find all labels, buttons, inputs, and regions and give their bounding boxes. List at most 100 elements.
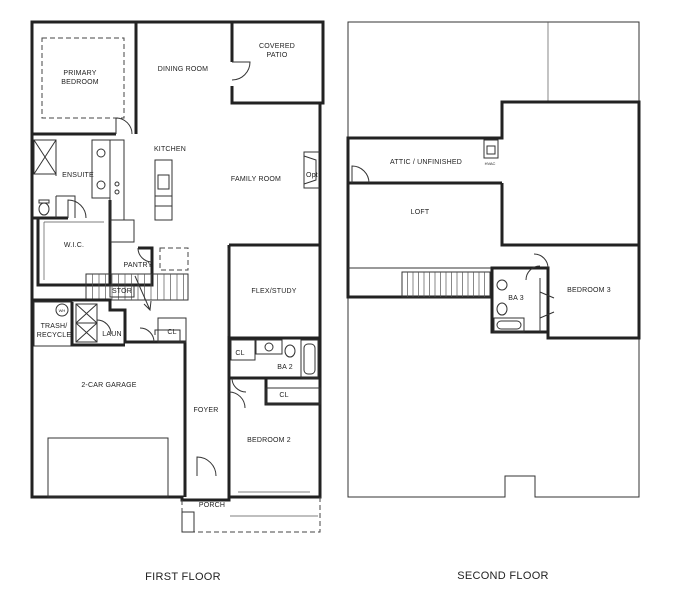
fireplace xyxy=(303,151,320,189)
shower-stall-x xyxy=(33,139,57,175)
bath2-door xyxy=(231,377,247,393)
flex-study-label: FLEX/STUDY xyxy=(251,288,296,295)
wic-wall xyxy=(36,200,112,287)
ensuite-label: ENSUITE xyxy=(62,172,94,179)
laundry-closet xyxy=(157,317,187,343)
bath2-tub xyxy=(300,339,319,379)
dryer xyxy=(75,322,98,343)
ensuite-toilet xyxy=(38,202,50,216)
stair-treads xyxy=(85,273,189,301)
laundry-wall xyxy=(70,302,125,347)
ensuite-toilet-tank xyxy=(38,199,50,204)
patio-door xyxy=(231,61,251,81)
bath3-label: BA 3 xyxy=(508,295,524,302)
stair-frame xyxy=(85,273,189,301)
closet-label: CL xyxy=(235,350,244,357)
dryer-x xyxy=(75,322,98,343)
ensuite-door xyxy=(67,199,87,219)
cooktop-burner xyxy=(114,181,120,187)
bedroom2-door xyxy=(228,391,246,409)
shower-stall xyxy=(33,139,57,175)
fireplace-opt-label: Opt xyxy=(306,172,318,179)
loft-wall xyxy=(500,183,639,247)
bath3-door xyxy=(525,265,541,281)
foyer-label: FOYER xyxy=(193,407,218,414)
bath2-toilet xyxy=(284,344,296,358)
kitchen-island xyxy=(154,159,173,221)
closet-label: CL xyxy=(279,392,288,399)
pantry-wall xyxy=(108,246,154,287)
stair-direction-arrow xyxy=(134,275,152,312)
refrigerator xyxy=(110,219,135,243)
hvac-label: HVAC xyxy=(485,161,496,166)
bath2-sink xyxy=(264,342,274,352)
loft-label: LOFT xyxy=(411,209,430,216)
kitchen-counter xyxy=(109,139,125,221)
bath3-tub xyxy=(493,317,525,333)
porch-label: PORCH xyxy=(199,502,225,509)
bath3-tub-inner xyxy=(496,320,522,330)
laundry-label: LAUN xyxy=(102,331,121,338)
family-room-label: FAMILY ROOM xyxy=(231,176,281,183)
ensuite-partition xyxy=(55,140,76,218)
washer-x xyxy=(75,303,98,324)
kitchen-label: KITCHEN xyxy=(154,146,186,153)
garage-door xyxy=(47,437,169,498)
water-heater xyxy=(55,303,69,317)
wic-shelf xyxy=(43,221,104,280)
bath2-vanity xyxy=(255,339,283,355)
trash-recycle-label: RECYCLE xyxy=(37,332,72,339)
water-heater-label: WH xyxy=(59,308,66,313)
bath3-wall xyxy=(490,266,550,338)
kitchen-sink xyxy=(157,174,170,190)
garage-entry-door xyxy=(139,327,155,343)
garage-label: 2-CAR GARAGE xyxy=(81,382,136,389)
pantry-door xyxy=(137,247,153,263)
bedroom3-label: BEDROOM 3 xyxy=(567,287,611,294)
second-floor-plan xyxy=(346,21,641,498)
second-floor-caption: SECOND FLOOR xyxy=(457,570,549,582)
stair-storage xyxy=(109,284,135,298)
pantry-shelving xyxy=(159,247,189,271)
first-floor-plan xyxy=(30,20,325,533)
attic-label: ATTIC / UNFINISHED xyxy=(390,159,462,166)
hvac-unit xyxy=(483,139,499,159)
kitchen-dishwasher xyxy=(155,195,172,207)
front-door xyxy=(196,456,217,477)
bath2-label: BA 2 xyxy=(277,364,293,371)
vanity-sink xyxy=(96,180,106,190)
second-floor-outline xyxy=(347,21,640,498)
first-floor-exterior-wall xyxy=(30,20,325,502)
covered-patio-label: PATIO xyxy=(267,52,288,59)
porch-step xyxy=(181,511,195,533)
primary-bedroom-label: BEDROOM xyxy=(61,79,99,86)
covered-patio-label: COVERED xyxy=(259,43,295,50)
bath2-closet xyxy=(230,339,256,361)
primary-bedroom-door xyxy=(115,117,133,135)
dining-room-label: DINING ROOM xyxy=(158,66,208,73)
bedroom2-label: BEDROOM 2 xyxy=(247,437,291,444)
bath3-sink xyxy=(496,279,508,291)
cooktop-burner xyxy=(114,189,120,195)
bath2-tub-inner xyxy=(303,343,316,375)
primary-bedroom-tray-ceiling xyxy=(41,37,125,119)
closet-label: CL xyxy=(167,329,176,336)
bedroom3-door xyxy=(533,253,549,269)
storage-label: STOR xyxy=(112,288,132,295)
hvac-unit-inner xyxy=(486,145,496,155)
covered-patio-wall xyxy=(230,86,323,105)
pantry-label: PANTRY xyxy=(124,262,153,269)
bedroom2-closet xyxy=(265,387,321,405)
trash-recycle-label: TRASH/ xyxy=(41,323,68,330)
stair-treads xyxy=(401,271,491,298)
vanity-sink xyxy=(96,148,106,158)
first-floor-caption: FIRST FLOOR xyxy=(145,571,221,583)
laundry-door xyxy=(96,319,112,335)
bath3-toilet xyxy=(496,302,508,316)
upper-level-exterior-wall xyxy=(346,100,641,340)
wic-label: W.I.C. xyxy=(64,242,84,249)
garage-entry-step xyxy=(154,329,181,342)
attic-door xyxy=(351,165,370,184)
